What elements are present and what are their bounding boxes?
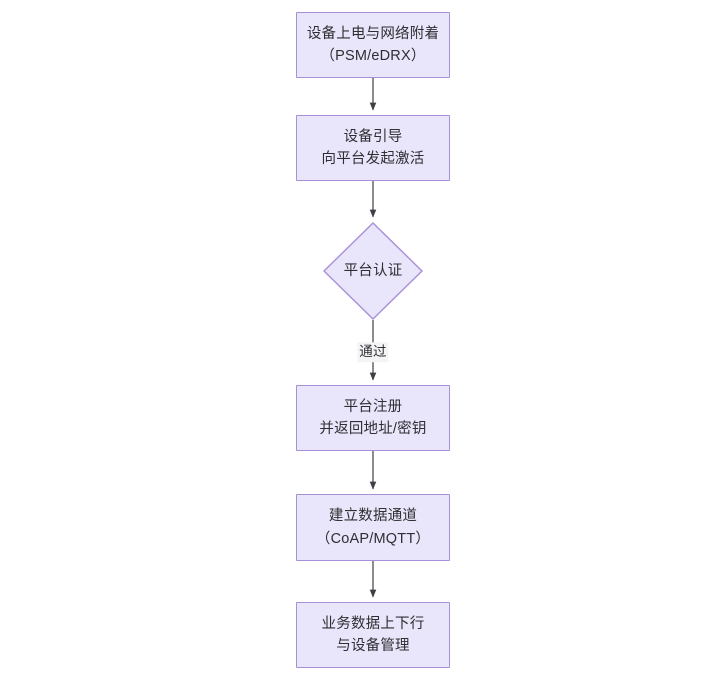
node-label: 设备引导 向平台发起激活 <box>321 128 425 167</box>
node-label: 建立数据通道 （CoAP/MQTT） <box>315 508 431 547</box>
node-platform-registration[interactable]: 平台注册 并返回地址/密钥 <box>296 385 450 451</box>
node-business-data-and-device-management[interactable]: 业务数据上下行 与设备管理 <box>296 602 450 668</box>
node-label: 设备上电与网络附着 （PSM/eDRX） <box>306 25 440 64</box>
edge-label-pass: 通过 <box>357 342 389 362</box>
node-platform-authentication[interactable]: 平台认证 <box>323 222 423 320</box>
node-label: 平台注册 并返回地址/密钥 <box>319 398 427 437</box>
node-establish-data-channel[interactable]: 建立数据通道 （CoAP/MQTT） <box>296 494 450 561</box>
node-label: 平台认证 <box>343 262 403 279</box>
node-device-bootstrap[interactable]: 设备引导 向平台发起激活 <box>296 115 450 181</box>
node-label: 业务数据上下行 与设备管理 <box>321 615 425 654</box>
node-device-power-on[interactable]: 设备上电与网络附着 （PSM/eDRX） <box>296 12 450 78</box>
diamond-shape-icon <box>323 222 423 320</box>
